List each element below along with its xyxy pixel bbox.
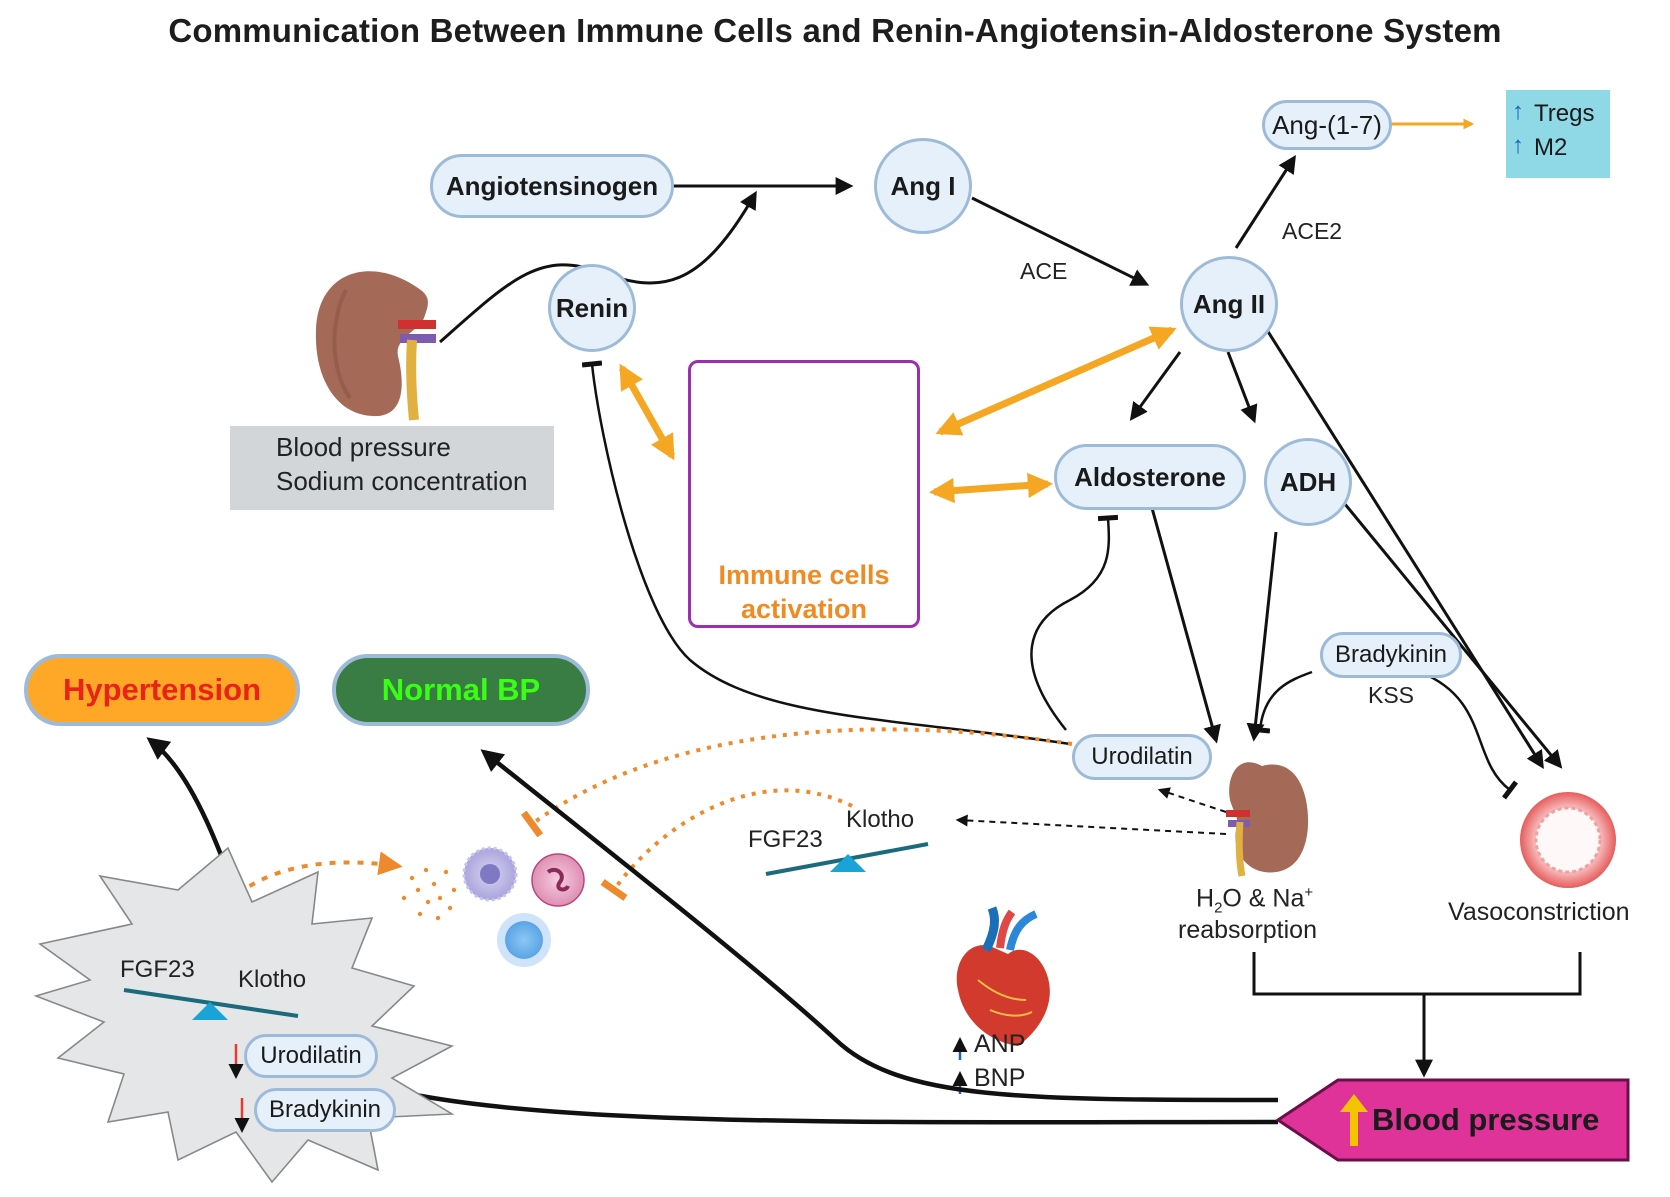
ang2-to-aldosterone-arrow: [1129, 351, 1182, 421]
blood-pressure-decrease-label: Blood pressure: [276, 432, 451, 462]
dots-icon: [401, 867, 457, 921]
ang17-node: Ang-(1-7): [1262, 100, 1392, 150]
bracket-line: [1252, 952, 1582, 996]
starburst-to-immune-dotted: [236, 851, 403, 896]
bnp-label: BNP: [974, 1064, 1026, 1092]
page-title: Communication Between Immune Cells and R…: [168, 12, 1502, 49]
immune-renin-double-arrow: [618, 363, 676, 461]
sodium-decrease-label: Sodium concentration: [276, 466, 528, 496]
blood-pressure-label: Blood pressure: [1372, 1102, 1600, 1137]
ang1-to-ang2-arrow: [971, 196, 1150, 286]
immune-cells-small-icon: [462, 846, 585, 967]
aldosterone-to-kidney-arrow: [1150, 507, 1221, 744]
urodilatin-inhibit-immune-dotted: [520, 727, 1073, 838]
ang1-node: Ang I: [874, 138, 972, 234]
klotho-label: Klotho: [846, 806, 915, 833]
urodilatin-inhibit-aldosterone: [1030, 514, 1119, 731]
vasoconstriction-label: Vasoconstriction: [1448, 898, 1630, 926]
up-arrow-icon: ↑: [1512, 132, 1524, 159]
m2-label: M2: [1534, 134, 1568, 161]
blood-pressure-shape: [1275, 1078, 1630, 1162]
fgf23-label: FGF23: [748, 826, 823, 853]
aldosterone-node: Aldosterone: [1054, 444, 1246, 510]
adh-to-kidney-arrow: [1246, 531, 1278, 742]
starburst-klotho-label: Klotho: [238, 966, 307, 993]
kidney-info-box: Blood pressure Sodium concentration: [230, 426, 554, 510]
kss-label: KSS: [1368, 682, 1415, 708]
angiotensinogen-node: Angiotensinogen: [430, 154, 674, 218]
fgf23-klotho-seesaw-icon: [765, 842, 929, 876]
blood-vessel-icon: [1520, 792, 1616, 888]
ace-label: ACE: [1020, 258, 1068, 284]
starburst-shape: [33, 846, 455, 1184]
up-arrow-icon: [1340, 1094, 1368, 1146]
normal-bp-pill: Normal BP: [332, 654, 590, 726]
starburst-bradykinin-node: Bradykinin: [254, 1088, 396, 1132]
kidney-small-icon: [1226, 762, 1309, 877]
starburst-seesaw-icon: [123, 988, 299, 1020]
kidney-to-urodilatin-dashed: [1157, 787, 1227, 813]
immune-aldosterone-double-arrow: [928, 472, 1054, 504]
immune-activation-label: Immune cells activation: [688, 558, 920, 626]
kidney-icon: [315, 271, 436, 421]
hypertension-pill: Hypertension: [24, 654, 300, 726]
bradykinin-inhibit-vessel: [1419, 670, 1519, 800]
bp-to-normal-arrow: [480, 749, 1279, 1103]
urodilatin-inhibit-renin: [581, 360, 1071, 746]
kidney-to-klotho-dashed: [955, 814, 1227, 835]
adh-to-vasoconstriction-arrow: [1338, 497, 1563, 769]
ang2-to-adh-arrow: [1226, 351, 1258, 424]
ace2-label: ACE2: [1282, 218, 1343, 244]
adh-node: ADH: [1264, 438, 1352, 526]
up-arrow-icon: ↑: [1512, 98, 1524, 125]
renin-node: Renin: [548, 264, 636, 352]
reabsorption-label: reabsorption: [1178, 916, 1317, 944]
bradykinin-inhibit-kidney: [1249, 670, 1313, 734]
immune-ang2-double-arrow: [935, 326, 1177, 436]
ang2-node: Ang II: [1180, 256, 1278, 352]
tregs-label: Tregs: [1534, 100, 1595, 127]
ang2-to-vasoconstriction-arrow: [1260, 321, 1544, 770]
urodilatin-node: Urodilatin: [1072, 734, 1212, 780]
starburst-urodilatin-node: Urodilatin: [244, 1034, 378, 1078]
immune-line2: activation: [740, 594, 868, 624]
bradykinin-node: Bradykinin: [1320, 632, 1462, 678]
heart-icon: [956, 906, 1050, 1046]
immune-line1: Immune cells: [718, 560, 890, 590]
h2o-na-label: H2O & Na+: [1196, 884, 1314, 917]
tregs-box: ↑ Tregs ↑ M2: [1506, 90, 1610, 178]
immune-cells-box: [688, 360, 920, 628]
starburst-fgf23-label: FGF23: [120, 956, 195, 983]
anp-label: ANP: [974, 1030, 1026, 1058]
ang2-to-ang17-arrow: [1234, 154, 1296, 249]
